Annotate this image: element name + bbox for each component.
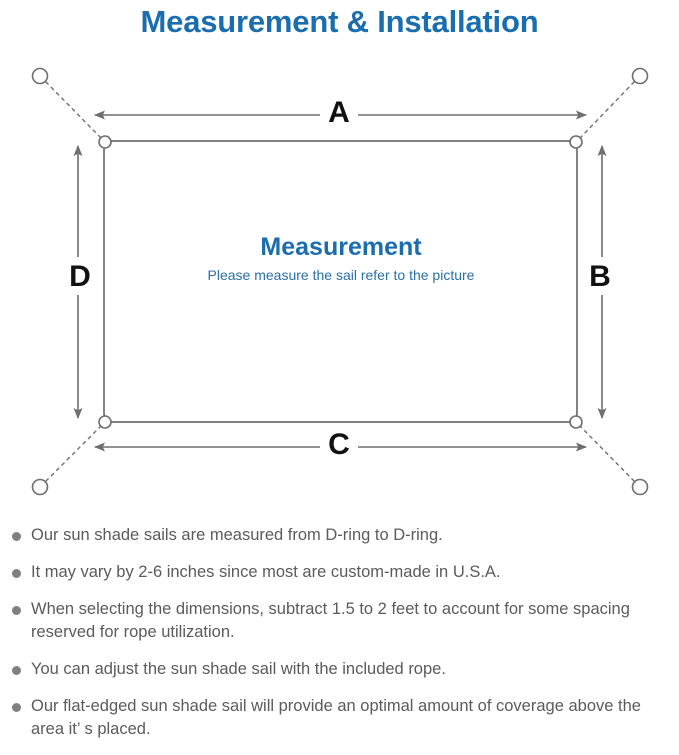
note-text: When selecting the dimensions, subtract … [31, 600, 630, 641]
rope-line-bottom-right [580, 426, 635, 482]
note-item: Our sun shade sails are measured from D-… [0, 524, 679, 547]
d-ring-bottom-left [98, 415, 112, 429]
dimension-label-a: A [328, 96, 350, 129]
note-item: You can adjust the sun shade sail with t… [0, 658, 679, 681]
anchor-rings [31, 67, 649, 496]
dimension-label-c: C [328, 428, 350, 461]
d-ring-top-left [98, 135, 112, 149]
rope-line-top-left [45, 81, 101, 138]
bullet-icon [12, 666, 21, 675]
note-text: It may vary by 2-6 inches since most are… [31, 563, 501, 581]
measurement-installation-page: Measurement & Installation [0, 4, 679, 738]
page-title: Measurement & Installation [140, 4, 539, 39]
note-item: Our flat-edged sun shade sail will provi… [0, 695, 679, 741]
sail-measurement-diagram [0, 52, 679, 512]
anchor-ring-top-left [31, 67, 49, 85]
anchor-ring-top-right [631, 67, 649, 85]
bullet-icon [12, 703, 21, 712]
anchor-ring-bottom-right [631, 478, 649, 496]
note-text: You can adjust the sun shade sail with t… [31, 660, 446, 678]
note-item: It may vary by 2-6 inches since most are… [0, 561, 679, 584]
sail-body [103, 140, 578, 423]
anchor-ring-bottom-left [31, 478, 49, 496]
note-text: Our sun shade sails are measured from D-… [31, 526, 443, 544]
bullet-icon [12, 606, 21, 615]
rope-line-bottom-left [45, 426, 101, 482]
d-rings [98, 135, 583, 429]
note-item: When selecting the dimensions, subtract … [0, 598, 679, 644]
d-ring-bottom-right [569, 415, 583, 429]
rope-lines [45, 81, 635, 482]
rope-line-top-right [580, 81, 635, 138]
note-text: Our flat-edged sun shade sail will provi… [31, 697, 641, 738]
bullet-icon [12, 569, 21, 578]
dimension-label-b: B [589, 260, 611, 293]
bullet-icon [12, 532, 21, 541]
notes-list: Our sun shade sails are measured from D-… [0, 524, 679, 755]
dimension-label-d: D [69, 260, 91, 293]
d-ring-top-right [569, 135, 583, 149]
